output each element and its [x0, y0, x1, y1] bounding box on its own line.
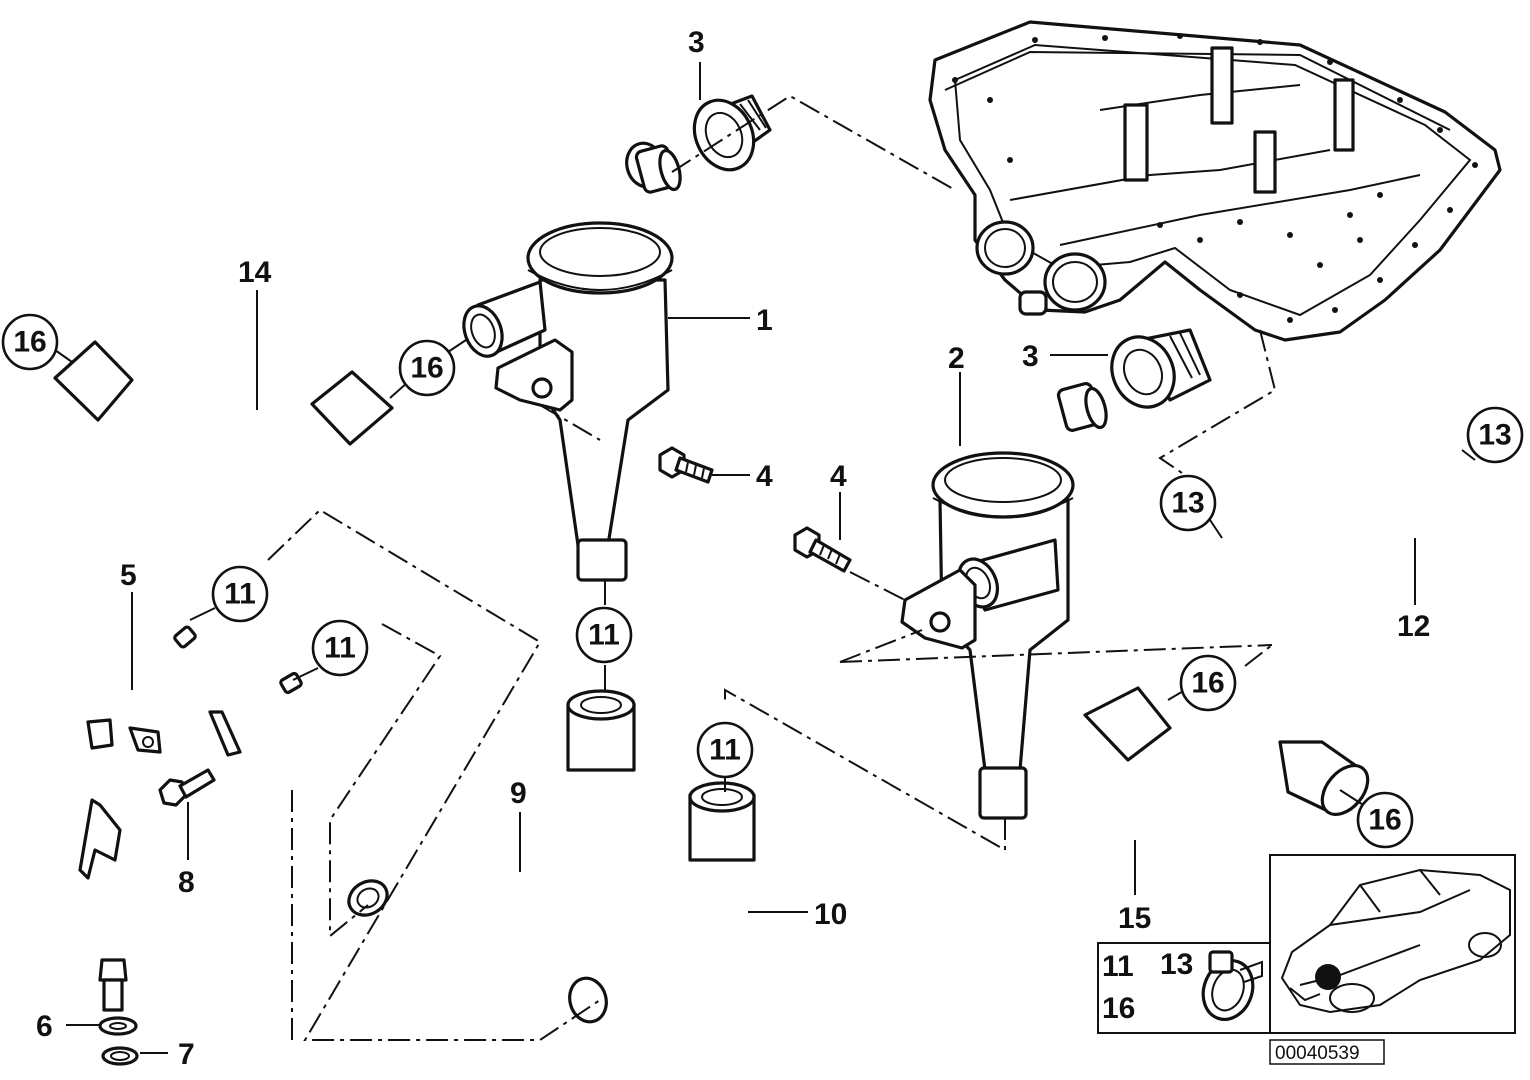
callout-6: 6 — [36, 1010, 53, 1043]
circled-callout-13-b: 13 — [1466, 406, 1524, 464]
hose-10 — [568, 781, 756, 1024]
dipstick-tube-5 — [78, 625, 303, 1012]
oil-pan-housing — [928, 20, 1502, 342]
legend-number-11: 11 — [1102, 950, 1134, 983]
hose-12 — [1208, 443, 1472, 603]
hose-14 — [53, 340, 394, 455]
hose-15 — [1064, 686, 1370, 844]
relation-lines — [267, 94, 1277, 1041]
circled-callout-16-right-top: 16 — [1179, 654, 1237, 712]
circled-callout-16-right-bottom-text: 16 — [1368, 804, 1401, 837]
callout-5: 5 — [120, 559, 137, 592]
callout-10: 10 — [814, 898, 847, 931]
grommet-3-lower — [1110, 328, 1212, 409]
callout-1: 1 — [756, 304, 773, 337]
circled-callout-11-d-text: 11 — [709, 734, 741, 767]
bolt-8 — [158, 768, 216, 807]
circled-callout-16-left-text: 16 — [13, 326, 46, 359]
callout-2: 2 — [948, 342, 965, 375]
bolt-4-upper — [658, 446, 714, 484]
callout-14: 14 — [238, 256, 272, 289]
circled-callout-11-b-text: 11 — [324, 632, 356, 665]
circled-callout-11-c-text: 11 — [588, 619, 620, 652]
callout-15: 15 — [1118, 902, 1151, 935]
vehicle-locator — [1269, 854, 1516, 1034]
callout-9: 9 — [510, 777, 527, 810]
circled-callout-16-mid-text: 16 — [410, 352, 443, 385]
washer-7 — [101, 1046, 139, 1066]
circled-callout-16-right-bottom: 16 — [1356, 791, 1414, 849]
location-marker-icon — [1315, 964, 1341, 990]
callout-3-lower: 3 — [1022, 340, 1039, 373]
legend-number-13: 13 — [1160, 948, 1193, 981]
callout-4-upper: 4 — [756, 460, 773, 493]
circled-callout-11-d: 11 — [696, 721, 754, 779]
legend-box: 11 13 16 — [1097, 942, 1271, 1034]
hose-clamp-icon — [1201, 950, 1263, 1021]
circled-callout-11-a-text: 11 — [224, 578, 256, 611]
image-id-tag: 00040539 — [1269, 1039, 1385, 1065]
callout-8: 8 — [178, 866, 195, 899]
washer-6 — [98, 1016, 138, 1036]
circled-callout-16-right-top-text: 16 — [1191, 667, 1224, 700]
circled-callout-11-b: 11 — [311, 619, 369, 677]
circled-callout-16-mid: 16 — [398, 339, 456, 397]
circled-callout-16-left: 16 — [1, 313, 59, 371]
image-id-text: 00040539 — [1275, 1043, 1360, 1064]
callout-4-lower: 4 — [830, 460, 847, 493]
circled-callout-13-a: 13 — [1159, 474, 1217, 532]
callout-12: 12 — [1397, 610, 1430, 643]
callout-7: 7 — [178, 1038, 195, 1071]
legend-number-16: 16 — [1102, 992, 1135, 1025]
circled-callout-11-a: 11 — [211, 565, 269, 623]
bolt-4-lower — [793, 526, 852, 573]
oil-separator-2 — [900, 382, 1108, 820]
grommet-3-upper — [692, 94, 772, 172]
circled-callout-11-c: 11 — [575, 606, 633, 664]
oil-separator-1 — [462, 141, 682, 582]
hose-9 — [347, 689, 636, 917]
circled-callout-13-a-text: 13 — [1171, 487, 1204, 520]
circled-callout-13-b-text: 13 — [1478, 419, 1511, 452]
callout-3-upper: 3 — [688, 26, 705, 59]
